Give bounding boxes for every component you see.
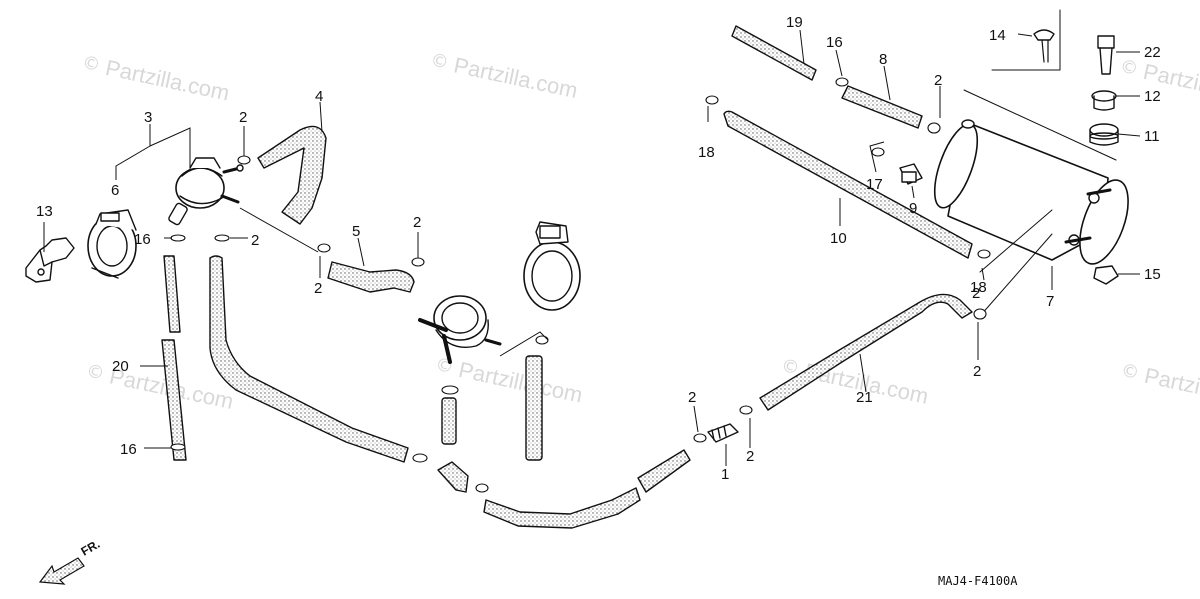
watermark-symbol: © [429,49,451,73]
callout-6[interactable]: 6 [111,182,119,199]
watermark-symbol: © [1119,360,1141,384]
callout-2[interactable]: 2 [972,285,980,302]
callout-2[interactable]: 2 [239,109,247,126]
control-valve-3 [168,157,244,226]
short-pipes-center [437,355,543,493]
callout-17[interactable]: 17 [866,176,883,193]
callout-14[interactable]: 14 [989,27,1006,44]
callout-8[interactable]: 8 [879,51,887,68]
callout-19[interactable]: 19 [786,14,803,31]
clamp-ring-center [523,221,581,311]
leader-lines [43,29,1141,466]
callout-18[interactable]: 18 [970,279,987,296]
callout-2[interactable]: 2 [746,448,754,465]
callout-16[interactable]: 16 [134,231,151,248]
front-arrow-icon [38,557,85,585]
cap-9 [899,163,923,185]
callout-11[interactable]: 11 [1144,128,1160,145]
front-arrow-label: FR. [79,537,103,559]
fitting-1 [707,423,739,443]
callout-10[interactable]: 10 [830,230,847,247]
callout-15[interactable]: 15 [1144,266,1161,283]
callout-3[interactable]: 3 [144,109,152,126]
watermark-symbol: © [84,360,106,384]
hose-21 [759,293,973,411]
diagram-code: MAJ4-F4100A [938,574,1018,588]
hose-5 [327,261,415,293]
watermark-text: Partzilla.com [452,52,580,103]
watermark-text: Partzilla.com [1142,363,1200,414]
hose-4 [257,125,327,225]
callout-5[interactable]: 5 [352,223,360,240]
screw-14 [1033,29,1055,63]
watermark-symbol: © [1118,56,1140,80]
callout-2[interactable]: 2 [934,72,942,89]
callout-7[interactable]: 7 [1046,293,1054,310]
callout-labels: 1 2 2 2 2 2 2 2 2 2 3 4 5 6 7 8 9 10 11 … [36,14,1161,483]
watermark-symbol: © [433,354,455,378]
purge-valve-center [418,295,502,364]
canister-7 [933,119,1129,265]
callout-13[interactable]: 13 [36,203,53,220]
clamp-band-6 [87,209,137,279]
callout-1[interactable]: 1 [721,466,729,483]
hose-long-left [209,255,409,463]
watermark-symbol: © [779,355,801,379]
bolt-22 [1097,35,1115,75]
watermark-symbol: © [80,52,102,76]
bracket-13 [25,237,75,283]
collar-12 [1091,90,1117,111]
callout-2[interactable]: 2 [314,280,322,297]
callout-22[interactable]: 22 [1144,44,1161,61]
hose-bottom [483,449,691,529]
tube-20 [161,255,187,461]
tube-19 [731,25,817,81]
nut-15 [1093,265,1119,285]
callout-20[interactable]: 20 [112,358,129,375]
front-direction-indicator: FR. [38,537,103,585]
callout-2[interactable]: 2 [973,363,981,380]
callout-16[interactable]: 16 [120,441,137,458]
callout-9[interactable]: 9 [909,200,917,217]
callout-16[interactable]: 16 [826,34,843,51]
callout-2[interactable]: 2 [688,389,696,406]
callout-2[interactable]: 2 [251,232,259,249]
callout-18[interactable]: 18 [698,144,715,161]
tube-8 [841,85,923,129]
callout-2[interactable]: 2 [413,214,421,231]
grommet-11 [1089,123,1119,146]
parts-layer [25,9,1129,529]
watermark-text: Partzilla.com [103,55,231,106]
tube-10 [723,110,973,259]
clips [170,77,991,493]
callout-12[interactable]: 12 [1144,88,1161,105]
watermark-text: Partzilla.com [456,357,584,408]
callout-4[interactable]: 4 [315,88,323,105]
callout-21[interactable]: 21 [856,389,873,406]
